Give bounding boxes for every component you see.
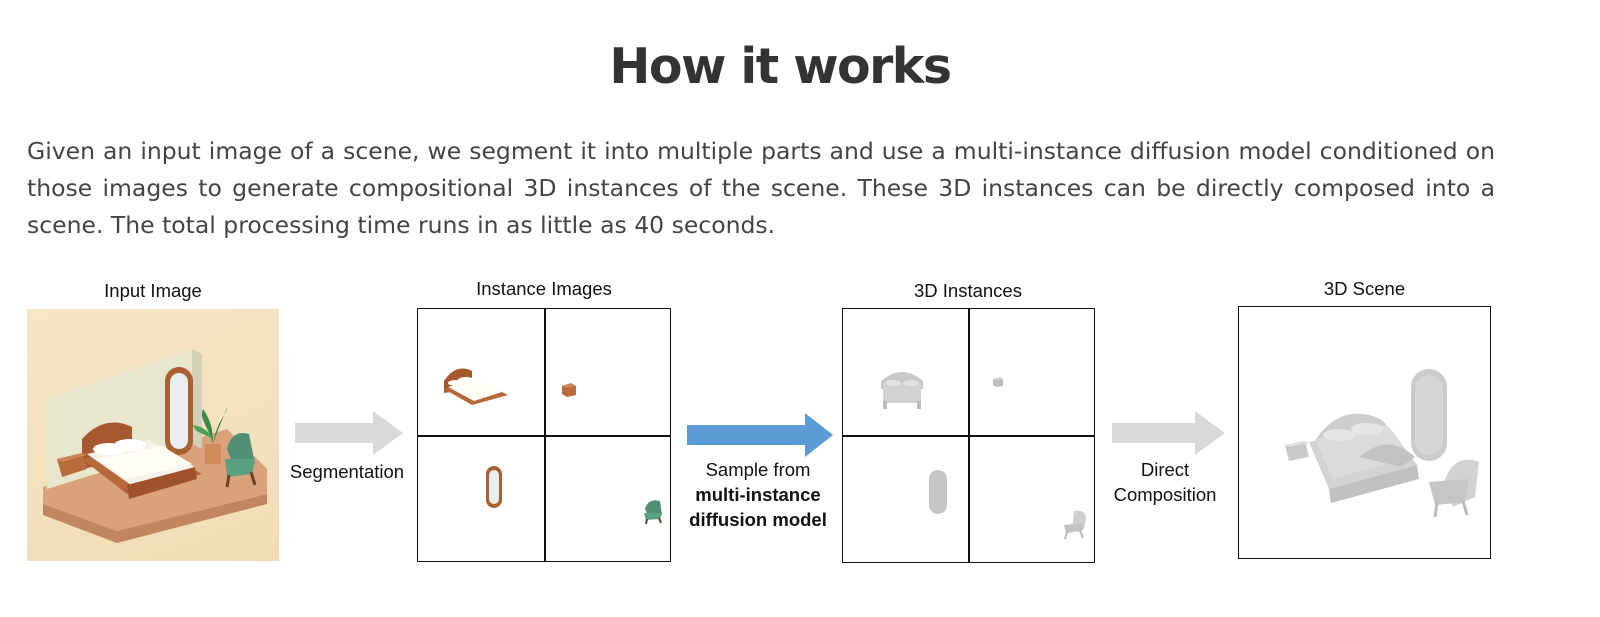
- step-sample-line2: multi-instance: [695, 484, 821, 505]
- bed-mesh-icon: [881, 372, 923, 409]
- chair-mesh-icon: [1064, 510, 1086, 540]
- label-3d-scene: 3D Scene: [1323, 278, 1406, 299]
- step-composition-line1: Direct: [1140, 459, 1190, 480]
- instance-images-grid: [417, 308, 671, 562]
- pipeline-diagram: Input Image Instance Images 3D Instances…: [0, 245, 1600, 617]
- chair-instance-icon: [644, 500, 662, 525]
- step-sample-label: Sample from multi-instance diffusion mod…: [678, 457, 838, 532]
- step-segmentation-label: Segmentation: [289, 461, 405, 482]
- mirror-mesh-icon: [929, 470, 947, 514]
- segmentation-arrow-icon: [295, 411, 403, 455]
- bedroom-render-illustration: [43, 349, 267, 543]
- label-input-image: Input Image: [104, 280, 202, 301]
- composition-arrow-icon: [1112, 411, 1225, 455]
- input-image: [27, 309, 279, 561]
- nightstand-instance-icon: [562, 383, 576, 397]
- 3d-instances-grid: [842, 308, 1095, 563]
- 3d-scene-box: [1238, 306, 1491, 559]
- label-instance-images: Instance Images: [476, 278, 612, 299]
- diffusion-arrow-icon: [687, 413, 833, 457]
- step-sample-line3: diffusion model: [689, 509, 827, 530]
- step-composition-label: Direct Composition: [1100, 457, 1230, 507]
- page-description: Given an input image of a scene, we segm…: [27, 137, 1495, 239]
- mirror-instance-icon: [486, 466, 502, 508]
- composed-scene-illustration: [1285, 369, 1479, 518]
- label-3d-instances: 3D Instances: [914, 280, 1022, 301]
- step-sample-line1: Sample from: [705, 459, 811, 480]
- nightstand-mesh-icon: [993, 377, 1003, 387]
- bed-instance-icon: [444, 368, 508, 405]
- step-composition-line2: Composition: [1113, 484, 1217, 505]
- page-title: How it works: [609, 38, 952, 95]
